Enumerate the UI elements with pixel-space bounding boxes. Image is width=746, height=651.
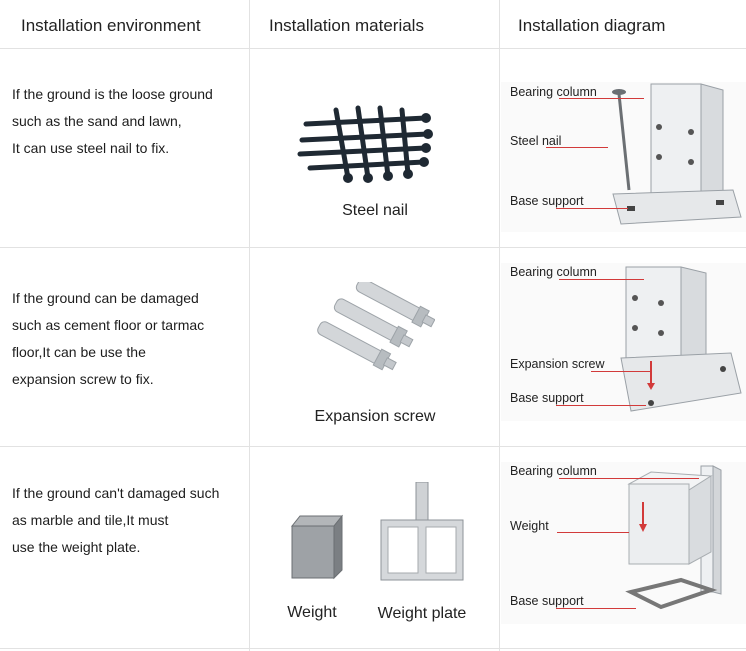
header-materials: Installation materials: [269, 16, 424, 35]
environment-line: It can use steel nail to fix.: [12, 140, 170, 156]
environment-text-row2: If the ground can be damaged such as cem…: [12, 285, 244, 393]
environment-line: If the ground can't damaged such: [12, 485, 220, 501]
environment-line: use the weight plate.: [12, 539, 141, 555]
diagram-label: Expansion screw: [510, 357, 605, 371]
row-divider: [0, 48, 746, 49]
callout-line: [559, 98, 644, 99]
environment-line: such as cement floor or tarmac: [12, 317, 205, 333]
environment-line: floor,It can be use the: [12, 344, 146, 360]
expansion-screw-icon: [317, 282, 435, 371]
weight-block-icon: [290, 514, 344, 580]
diagram-label: Bearing column: [510, 265, 597, 279]
diagram-row3: Bearing column Weight Base support: [501, 462, 746, 624]
material-label: Weight plate: [377, 605, 467, 622]
environment-line: expansion screw to fix.: [12, 371, 154, 387]
callout-line: [556, 405, 646, 406]
row-divider: [0, 446, 746, 447]
callout-line: [591, 371, 651, 372]
environment-line: If the ground is the loose ground: [12, 86, 213, 102]
column-divider: [499, 0, 500, 651]
bearing-column-icon: [625, 465, 722, 610]
diagram-label: Bearing column: [510, 85, 597, 99]
bearing-column-icon: [612, 83, 742, 225]
steel-nail-bundle-icon: [297, 105, 433, 183]
diagram-label: Bearing column: [510, 464, 597, 478]
callout-line: [559, 478, 699, 479]
callout-line: [556, 608, 636, 609]
diagram-label: Steel nail: [510, 134, 562, 148]
column-divider: [249, 0, 250, 651]
header-environment: Installation environment: [21, 16, 201, 35]
diagram-label: Base support: [510, 391, 584, 405]
environment-line: such as the sand and lawn,: [12, 113, 182, 129]
environment-text-row3: If the ground can't damaged such as marb…: [12, 480, 244, 561]
diagram-row2: Bearing column Expansion screw Base supp…: [501, 263, 746, 421]
callout-line: [556, 208, 628, 209]
material-label: Expansion screw: [314, 408, 436, 425]
diagram-label: Base support: [510, 194, 584, 208]
callout-line: [559, 279, 644, 280]
row-divider: [0, 247, 746, 248]
weight-plate-icon: [380, 482, 464, 581]
diagram-label: Base support: [510, 594, 584, 608]
header-diagram: Installation diagram: [518, 16, 666, 35]
row-divider: [0, 648, 746, 649]
diagram-label: Weight: [510, 519, 549, 533]
base-support-icon: [620, 266, 742, 412]
callout-line: [557, 532, 629, 533]
callout-line: [546, 147, 608, 148]
material-label: Weight: [287, 604, 337, 621]
environment-text-row1: If the ground is the loose ground such a…: [12, 81, 244, 162]
environment-line: If the ground can be damaged: [12, 290, 199, 306]
material-label: Steel nail: [342, 202, 408, 219]
diagram-row1: Bearing column Steel nail Base support: [501, 82, 746, 232]
environment-line: as marble and tile,It must: [12, 512, 169, 528]
